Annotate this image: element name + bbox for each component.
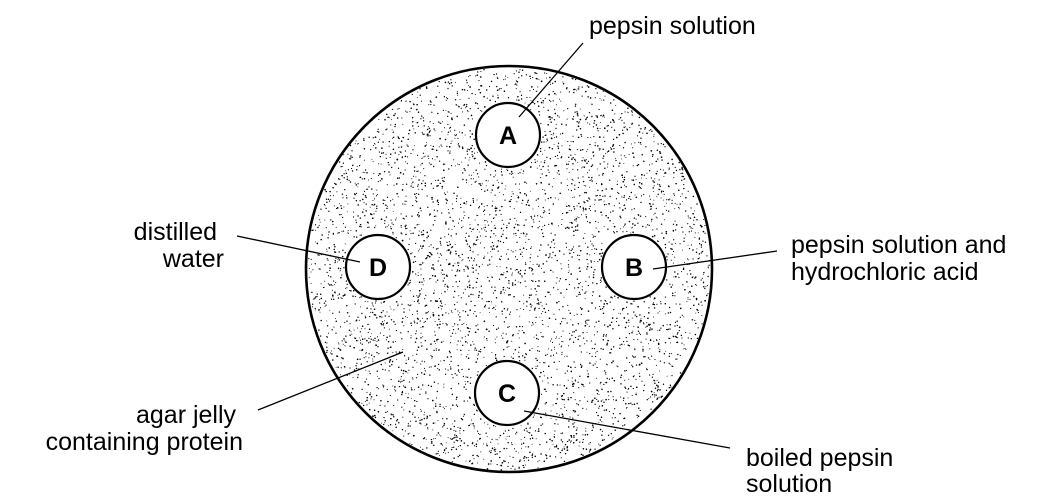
well-b-letter: B [625,254,643,282]
well-b: B [600,233,668,301]
well-d: D [344,233,412,301]
well-a: A [474,101,542,169]
label-b: pepsin solution and hydrochloric acid [791,231,1013,286]
well-a-letter: A [499,122,517,150]
agar-plate [304,64,714,474]
leader-line-agar [257,351,404,411]
agar-stipple [308,68,711,471]
leader-line-b [652,250,778,270]
well-a-circle [474,101,542,169]
label-d: distilled water [134,218,224,273]
leader-line-d [236,235,361,263]
label-agar: agar jelly containing protein [46,401,243,456]
leader-line-c [523,410,731,449]
well-c-circle [473,359,541,427]
well-c: C [473,359,541,427]
well-d-letter: D [369,254,387,282]
well-c-letter: C [498,380,516,408]
label-c: boiled pepsin solution [746,444,900,497]
well-d-circle [344,233,412,301]
label-a: pepsin solution [589,12,756,40]
leader-line-a [518,42,584,118]
